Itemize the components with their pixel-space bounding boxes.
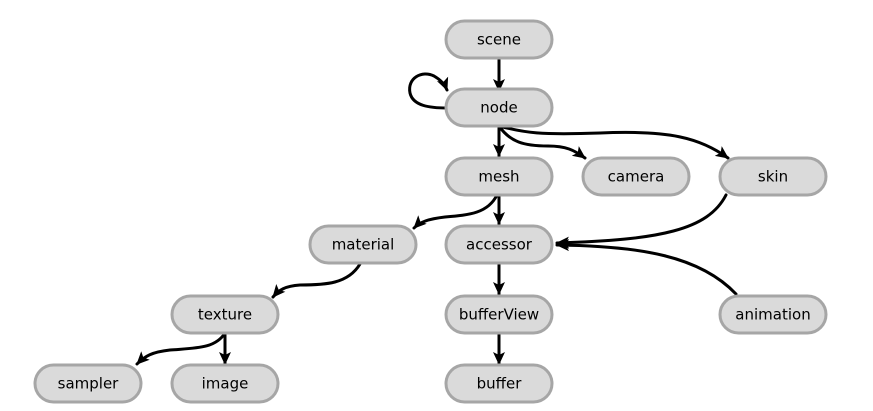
node-label: node [480,99,517,117]
node-label: sampler [58,375,120,393]
node-buffer: buffer [444,363,554,404]
node-skin: skin [718,156,828,197]
node-label: image [202,375,249,393]
node-bufferview: bufferView [444,294,554,335]
node-label: scene [477,31,521,49]
edge-node-to-skin [497,124,730,160]
edge-material-to-texture [271,262,362,299]
node-label: material [332,236,395,254]
node-label: bufferView [459,306,539,324]
node-image: image [170,363,280,404]
node-label: skin [758,168,788,186]
edge-mesh-to-material [412,193,499,230]
node-label: camera [608,168,665,186]
edge-node-to-camera [497,124,587,160]
node-label: texture [198,306,252,324]
node-sampler: sampler [33,363,143,404]
node-label: accessor [466,236,533,254]
node-camera: camera [581,156,691,197]
edge-node-to-node [408,72,449,110]
node-node: node [444,87,554,128]
node-scene: scene [444,19,554,60]
node-accessor: accessor [444,224,554,265]
edge-skin-to-accessor [555,193,728,249]
node-mesh: mesh [444,156,554,197]
node-animation: animation [718,294,828,335]
node-texture: texture [170,294,280,335]
edge-texture-to-sampler [135,331,227,366]
node-label: animation [735,306,810,324]
node-material: material [308,224,418,265]
edge-animation-to-accessor [555,239,738,296]
node-label: buffer [477,375,523,393]
node-label: mesh [478,168,519,186]
